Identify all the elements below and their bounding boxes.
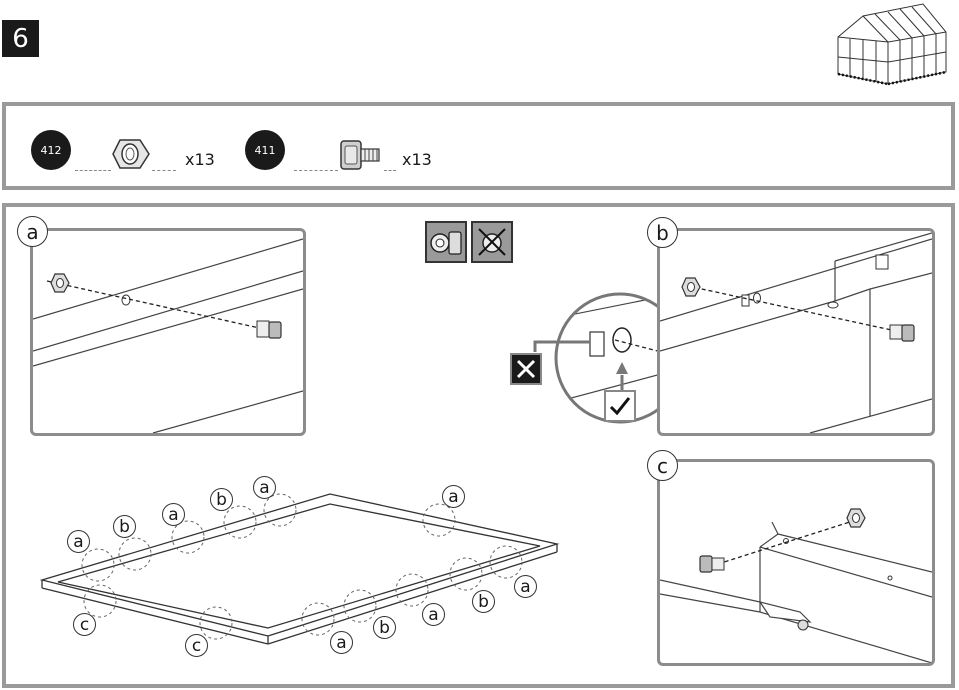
dash-line [75, 170, 111, 171]
frame-label-text: a [73, 531, 84, 552]
detail-panel-b [657, 228, 935, 436]
panel-label-c: c [647, 450, 678, 481]
frame-label: b [373, 616, 396, 639]
step-number-text: 6 [12, 23, 29, 54]
frame-label: b [113, 515, 136, 538]
frame-label-text: b [379, 617, 390, 638]
square-head-bolt-icon [699, 555, 725, 573]
frame-label: a [514, 575, 537, 598]
frame-label-text: c [191, 635, 202, 656]
square-head-bolt-icon [340, 140, 380, 170]
detail-panel-c [657, 459, 935, 666]
frame-label-text: a [520, 576, 531, 597]
frame-label: a [67, 530, 90, 553]
hex-nut-icon [50, 273, 70, 293]
dash-line [152, 170, 176, 171]
frame-label-text: a [168, 504, 179, 525]
part-badge-412: 412 [31, 130, 71, 170]
base-frame-overview [40, 493, 560, 645]
rail-joint-drawing [660, 232, 932, 433]
wrong-mark-icon [510, 353, 542, 385]
frame-label: a [253, 476, 276, 499]
frame-label-text: a [428, 604, 439, 625]
parts-band [2, 102, 955, 190]
detail-panel-a [30, 228, 306, 436]
frame-label-text: b [119, 516, 130, 537]
step-number: 6 [2, 20, 39, 57]
part-code: 411 [254, 143, 276, 157]
panel-label-a: a [17, 216, 48, 247]
frame-label-text: a [259, 477, 270, 498]
check-mark-icon [604, 390, 636, 422]
frame-label: a [442, 485, 465, 508]
hex-nut-icon [681, 277, 701, 297]
part-badge-411: 411 [245, 130, 285, 170]
frame-label: c [185, 634, 208, 657]
frame-label-text: a [336, 632, 347, 653]
panel-label-text: c [657, 453, 668, 478]
square-head-bolt-icon [256, 320, 282, 339]
square-head-bolt-icon [889, 324, 915, 342]
frame-label-text: c [79, 614, 90, 635]
part-quantity: x13 [402, 150, 432, 169]
frame-label-text: b [478, 591, 489, 612]
frame-label: c [73, 613, 96, 636]
frame-label: a [162, 503, 185, 526]
wrong-orientation-icon [471, 221, 513, 263]
panel-label-b: b [647, 217, 678, 248]
panel-label-text: a [26, 219, 39, 244]
corner-joint-drawing [660, 508, 932, 663]
panel-label-text: b [656, 220, 669, 245]
hex-nut-icon [112, 139, 150, 169]
dash-line [384, 170, 396, 171]
frame-label: b [472, 590, 495, 613]
frame-label: a [422, 603, 445, 626]
frame-label: b [210, 488, 233, 511]
frame-label-text: b [216, 489, 227, 510]
frame-label-text: a [448, 486, 459, 507]
correct-orientation-icon [425, 221, 467, 263]
greenhouse-icon [837, 3, 947, 86]
rail-detail-drawing [33, 238, 303, 433]
hex-nut-icon [846, 508, 866, 528]
dash-line [294, 170, 338, 171]
frame-label: a [330, 631, 353, 654]
fastener-location-markers [81, 493, 523, 640]
part-code: 412 [40, 143, 62, 157]
part-quantity: x13 [185, 150, 215, 169]
